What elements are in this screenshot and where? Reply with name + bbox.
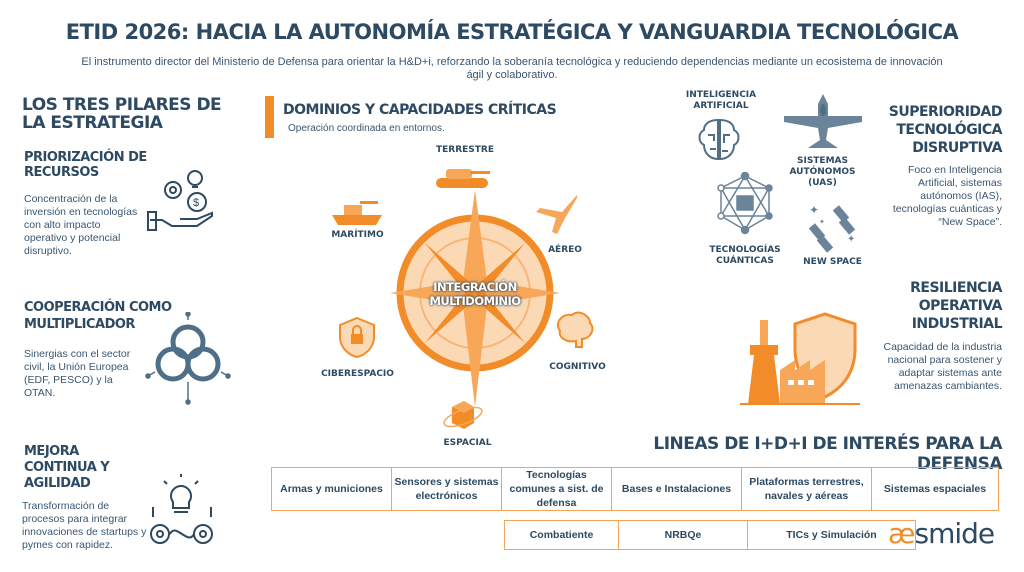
tank-icon xyxy=(436,169,490,188)
domain-ciberespacio: CIBERESPACIO xyxy=(321,369,394,379)
domain-aereo: AÉREO xyxy=(548,245,582,255)
uas-drone-icon xyxy=(784,94,862,148)
domains-center-label: INTEGRACIÓN MULTIDOMINIO xyxy=(429,280,521,308)
superiority-text: Foco en Inteligencia Artificial, sistema… xyxy=(892,164,1002,228)
page-title: ETID 2026: HACIA LA AUTONOMÍA ESTRATÉGIC… xyxy=(65,20,959,44)
line-cell: Tecnologías comunes a sist. de defensa xyxy=(501,467,611,511)
line-cell: Sistemas espaciales xyxy=(871,467,999,511)
logo-prefix: æ xyxy=(888,517,915,550)
ai-brain-circuit-icon xyxy=(698,118,740,161)
quantum-network-icon xyxy=(717,172,773,235)
svg-text:✦: ✦ xyxy=(809,203,819,217)
domain-cognitivo: COGNITIVO xyxy=(549,362,606,372)
hand-coins-gear-icon: $ xyxy=(147,170,213,231)
cyber-shield-icon xyxy=(339,316,375,359)
brain-icon xyxy=(556,311,594,348)
logo-rest: smide xyxy=(914,517,996,550)
domains-accent-bar xyxy=(265,96,274,138)
resilience-title: RESILIENCIA OPERATIVA INDUSTRIAL xyxy=(910,280,1002,332)
satellites-icon: ✦✦✦ xyxy=(808,203,855,253)
domains-subtitle: Operación coordinada en entornos. xyxy=(288,123,445,134)
lightbulb-gears-icon xyxy=(150,474,213,544)
domains-title: DOMINIOS Y CAPACIDADES CRÍTICAS xyxy=(283,102,557,118)
line-cell: Armas y municiones xyxy=(271,467,391,511)
pillar-1-text: Concentración de la inversión en tecnolo… xyxy=(24,193,138,257)
line-cell: Sensores y sistemas electrónicos xyxy=(391,467,501,511)
lines-row-1: Armas y municiones Sensores y sistemas e… xyxy=(271,467,999,511)
pillar-2-title: COOPERACIÓN COMO MULTIPLICADOR xyxy=(24,300,172,332)
jet-icon xyxy=(536,195,577,234)
line-cell: Combatiente xyxy=(504,520,618,550)
line-cell: Bases e Instalaciones xyxy=(611,467,741,511)
interlocking-rings-icon xyxy=(145,312,231,405)
pillar-3-title: MEJORA CONTINUA Y AGILIDAD xyxy=(24,444,110,491)
superiority-title: SUPERIORIDAD TECNOLÓGICA DISRUPTIVA xyxy=(888,104,1003,156)
svg-text:✦: ✦ xyxy=(819,218,825,226)
line-cell: TICs y Simulación xyxy=(747,520,916,550)
page-subtitle: El instrumento director del Ministerio d… xyxy=(81,56,943,81)
svg-text:✦: ✦ xyxy=(847,234,855,245)
domain-maritimo: MARÍTIMO xyxy=(331,230,384,240)
lines-row-2: Combatiente NRBQe TICs y Simulación xyxy=(504,520,916,550)
pillar-1-title: PRIORIZACIÓN DE RECURSOS xyxy=(24,150,147,180)
resilience-text: Capacidad de la industria nacional para … xyxy=(883,341,1003,392)
lines-title: LINEAS DE I+D+I DE INTERÉS PARA LA DEFEN… xyxy=(653,434,1002,474)
line-cell: NRBQe xyxy=(618,520,747,550)
satellite-cube-icon xyxy=(443,401,483,429)
industry-shield-icon xyxy=(740,312,860,405)
tech-ia-label: INTELIGENCIA ARTIFICIAL xyxy=(685,90,757,111)
tech-quantum-label: TECNOLOGÍAS CUÁNTICAS xyxy=(709,245,781,266)
line-cell: Plataformas terrestres, navales y aéreas xyxy=(741,467,871,511)
tech-newspace-label: NEW SPACE xyxy=(803,257,862,267)
aesmide-logo: æsmide xyxy=(888,517,996,550)
compass-rose-icon xyxy=(390,190,560,407)
svg-text:$: $ xyxy=(193,197,199,209)
pillars-title: LOS TRES PILARES DE LA ESTRATEGIA xyxy=(22,95,222,133)
warship-icon xyxy=(332,201,382,225)
pillar-3-text: Transformación de procesos para integrar… xyxy=(22,500,147,551)
domain-espacial: ESPACIAL xyxy=(443,438,492,448)
domain-terrestre: TERRESTRE xyxy=(436,145,494,155)
pillar-2-text: Sinergias con el sector civil, la Unión … xyxy=(24,348,131,399)
tech-uas-label: SISTEMAS AUTÓNOMOS (UAS) xyxy=(789,156,856,188)
